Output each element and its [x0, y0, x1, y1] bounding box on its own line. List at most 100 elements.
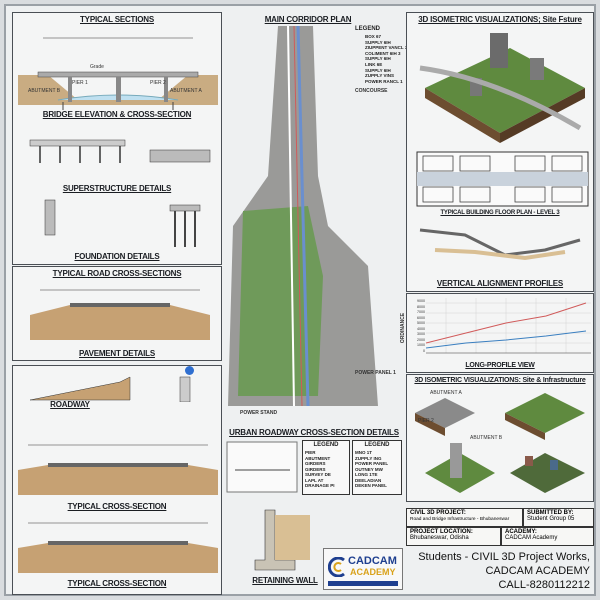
long-profile-graph — [426, 298, 591, 354]
heading-roadway: ROADWAY — [50, 400, 90, 409]
map-pin-icon — [185, 366, 194, 375]
legend-a-title: LEGEND — [313, 442, 339, 448]
submitted-label: SUBMITTED BY: — [527, 510, 574, 516]
y-tick: 7000 — [417, 310, 425, 314]
legend-item: MNO 1T — [355, 450, 373, 455]
isometric-site-model — [419, 33, 585, 143]
legend-item: ZIUPPENT VANCL 3 — [365, 45, 408, 51]
corridor-plan-map — [228, 26, 378, 406]
heading-retaining-wall: RETAINING WALL — [252, 576, 318, 585]
heading-road-cross-sections: TYPICAL ROAD CROSS-SECTIONS — [52, 269, 182, 278]
legend-item: SUPPLY 6IH — [365, 56, 391, 62]
project-label: CIVIL 3D PROJECT: — [410, 510, 466, 516]
y-tick: 6000 — [417, 315, 425, 320]
title-block-submitted: SUBMITTED BY: Student Group 05 — [523, 508, 594, 527]
typical-cross-section-1-drawing — [18, 444, 218, 495]
bridge-elevation-drawing — [18, 37, 218, 110]
foundation-drawing — [44, 199, 201, 247]
location-label: PROJECT LOCATION: — [410, 529, 473, 535]
location-value: Bhubaneswar, Odisha — [410, 535, 469, 541]
heading-bridge-elevation: BRIDGE ELEVATION & CROSS-SECTION — [42, 110, 192, 119]
legend-item: LINK 6E — [365, 61, 383, 67]
isometric-infrastructure-models — [415, 393, 585, 493]
submitted-value: Student Group 05 — [527, 516, 575, 522]
footer-line-2: CADCAM ACADEMY — [485, 565, 590, 577]
legend-item: SURVEY DE — [305, 472, 331, 477]
corridor-legend: BOX 67 SUPPLY 6IH ZIUPPENT VANCL 3 COLIM… — [365, 34, 407, 84]
footer-text: Students - CIVIL 3D Project Works, CADCA… — [418, 550, 590, 592]
label-concourse: CONCOURSE — [355, 88, 388, 94]
heading-foundation: FOUNDATION DETAILS — [74, 252, 160, 261]
title-block-project: CIVIL 3D PROJECT: Road and Bridge Infras… — [406, 508, 523, 527]
logo-emblem-icon — [328, 557, 345, 577]
label-abutment-b-3d: ABUTMENT B — [470, 435, 503, 441]
vertical-alignment-drawing — [419, 228, 581, 261]
legend-a: LEGEND PIER ABUTMENT GIRDERS GIRDERS SUR… — [302, 440, 350, 495]
heading-typical-cross-section-2: TYPICAL CROSS-SECTION — [67, 579, 167, 588]
heading-typical-sections: TYPICAL SECTIONS — [80, 15, 154, 24]
heading-urban-roadway: URBAN ROADWAY CROSS-SECTION DETAILS — [229, 428, 399, 437]
legend-item: ZUPPLY ING — [355, 455, 382, 461]
label-abutment-a: ABUTMENT A — [170, 88, 202, 94]
logo-tagline-bar — [328, 581, 398, 586]
y-tick: 4000 — [417, 326, 425, 331]
logo-text-cadcam: CADCAM — [348, 555, 397, 567]
label-pier-1: PIER 1 — [72, 80, 88, 86]
road-cross-section-drawing — [30, 289, 210, 340]
cadcam-logo: CADCAM ACADEMY — [323, 548, 403, 590]
y-tick: 3000 — [417, 332, 425, 336]
legend-item: DRAINAGE PI — [305, 483, 335, 488]
label-pier-2-3d: PIER 2 — [418, 418, 434, 424]
heading-iso-site-future: 3D ISOMETRIC VISUALIZATIONS; Site Fsture — [418, 15, 582, 24]
heading-typical-cross-section-1: TYPICAL CROSS-SECTION — [67, 502, 167, 511]
legend-item: LONG 1TE — [355, 472, 378, 477]
superstructure-drawing — [29, 139, 211, 163]
corridor-legend-title: LEGEND — [355, 26, 381, 32]
legend-item: GIRDERS — [305, 466, 326, 472]
y-tick: 5000 — [417, 321, 425, 325]
long-profile-ylabel: ORDINANCE — [400, 312, 406, 344]
long-profile-yticks: 9000 8000 7000 6000 5000 4000 3000 2000 … — [413, 299, 425, 354]
floor-plan-drawing — [416, 151, 589, 207]
legend-item: OUTNEY MW — [355, 466, 383, 472]
legend-item: SUPPLY 6IH — [365, 67, 391, 73]
academy-value: CADCAM Academy — [505, 535, 558, 541]
y-tick: 0 — [423, 348, 425, 353]
legend-item: BOX 67 — [365, 34, 382, 39]
legend-item: POWER PANEL — [355, 461, 389, 466]
heading-pavement: PAVEMENT DETAILS — [79, 349, 155, 358]
legend-item: SUPPLY 6IH — [365, 39, 391, 45]
footer-line-3: CALL-8280112212 — [498, 579, 590, 591]
legend-item: GIRDERS — [305, 461, 326, 466]
label-abutment-b: ABUTMENT B — [28, 88, 61, 94]
heading-vertical-alignment: VERTICAL ALIGNMENT PROFILES — [436, 279, 564, 288]
label-power-stand: POWER STAND — [240, 410, 278, 416]
y-tick: 1000 — [417, 343, 425, 347]
y-tick: 8000 — [417, 304, 425, 309]
legend-item: LAPL AT — [305, 477, 324, 483]
legend-item: PIER — [305, 450, 316, 455]
legend-item: COLIMENT 6IH 3 — [365, 50, 401, 56]
heading-floor-plan: TYPICAL BUILDING FLOOR PLAN - LEVEL 3 — [440, 210, 560, 216]
legend-item: ABUTMENT — [305, 455, 331, 461]
label-grade: Grade — [90, 64, 104, 70]
label-pier-2: PIER 2 — [150, 80, 166, 86]
legend-item: DEKEN PANEL — [355, 483, 387, 488]
heading-superstructure: SUPERSTRUCTURE DETAILS — [62, 184, 172, 193]
legend-b: LEGEND MNO 1T ZUPPLY ING POWER PANEL OUT… — [352, 440, 402, 495]
heading-main-corridor-plan: MAIN CORRIDOR PLAN — [264, 15, 352, 24]
academy-label: ACADEMY: — [505, 529, 537, 535]
project-value: Road and Bridge Infrastructure - Bhubane… — [410, 517, 510, 522]
title-block-location: PROJECT LOCATION: Bhubaneswar, Odisha — [406, 527, 501, 546]
heading-long-profile: LONG-PROFILE VIEW — [465, 362, 535, 369]
label-abutment-a-3d: ABUTMENT A — [430, 390, 462, 396]
urban-roadway-sketch — [226, 441, 298, 493]
heading-iso-site-infra: 3D ISOMETRIC VISUALIZATIONS: Site & Infr… — [414, 377, 586, 384]
label-power-panel: POWER PANEL 1 — [355, 370, 396, 376]
y-tick: 2000 — [417, 337, 425, 342]
legend-item: POWER RANCL 1 — [365, 78, 403, 84]
y-tick: 9000 — [417, 299, 425, 303]
legend-item: DEELADIAN — [355, 477, 382, 483]
logo-text-academy: ACADEMY — [350, 567, 396, 577]
legend-b-title: LEGEND — [364, 442, 390, 448]
